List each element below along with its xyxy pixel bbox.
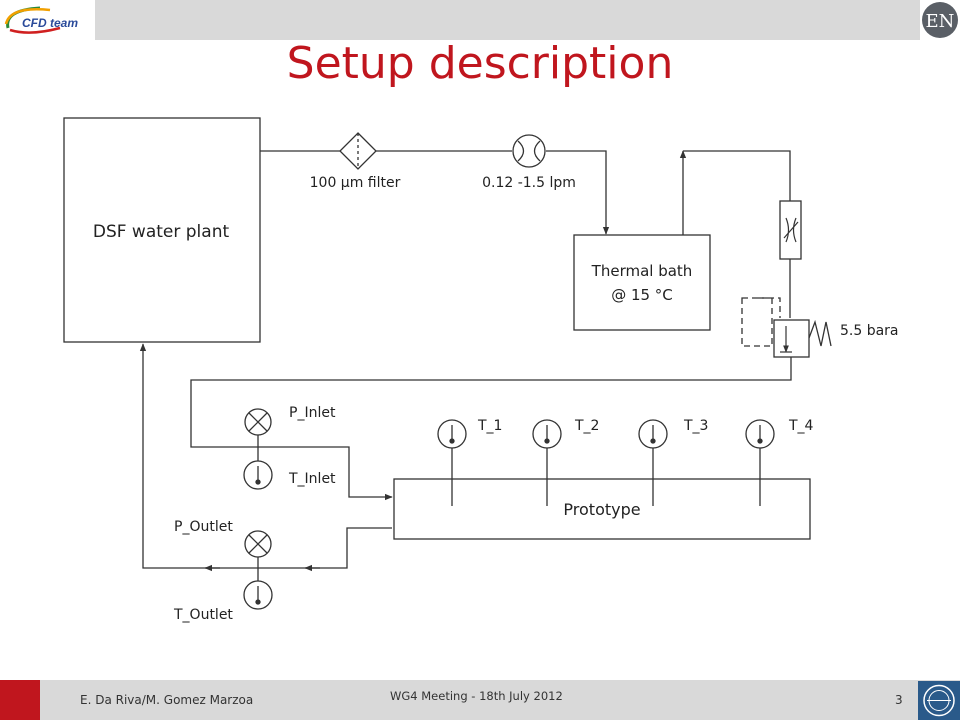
pressure-label: 5.5 bara — [840, 323, 899, 339]
t-outlet-label: T_Outlet — [173, 607, 233, 623]
plant-label: DSF water plant — [93, 222, 230, 242]
footer-meeting: WG4 Meeting - 18th July 2012 — [390, 689, 563, 703]
en-department-badge: EN — [922, 2, 958, 38]
t4-label: T_4 — [788, 418, 814, 434]
water-plant-box — [63, 117, 261, 343]
footer-bar — [0, 680, 960, 720]
page-title: Setup description — [286, 38, 674, 89]
supply-line — [260, 150, 606, 234]
bath-label-line1: Thermal bath — [591, 262, 693, 280]
regulator-pilot — [741, 297, 773, 347]
t-inlet-thermometer-icon — [243, 460, 273, 490]
thermal-bath-box — [573, 234, 711, 331]
t3-label: T_3 — [683, 418, 708, 434]
p-outlet-gauge-icon — [244, 530, 272, 558]
en-badge-text: EN — [926, 11, 955, 32]
prototype-label: Prototype — [563, 500, 640, 519]
inlet-line — [190, 357, 792, 501]
needle-valve — [779, 200, 802, 260]
bath-to-valve-line — [683, 150, 791, 318]
t2-label: T_2 — [574, 418, 599, 434]
outlet-line — [139, 343, 392, 569]
flowmeter-icon — [512, 134, 546, 168]
t1-thermometer-icon — [437, 419, 467, 449]
regulator-icon — [780, 326, 792, 353]
p-outlet-label: P_Outlet — [174, 519, 233, 535]
filter-label: 100 µm filter — [310, 175, 401, 191]
p-inlet-gauge-icon — [244, 408, 272, 436]
footer-accent — [0, 680, 40, 720]
setup-diagram: DSF water plant 100 µm filter 0.12 -1.5 … — [63, 117, 899, 623]
cern-logo-icon — [918, 681, 960, 720]
t-outlet-thermometer-icon — [243, 580, 273, 610]
regulator-pilot-line — [758, 297, 781, 318]
cfd-team-logo: CFD team — [4, 6, 78, 34]
header-bar — [95, 0, 920, 40]
t4-thermometer-icon — [745, 419, 775, 449]
p-inlet-label: P_Inlet — [289, 405, 336, 421]
filter-icon — [339, 132, 377, 170]
needle-valve-icon — [783, 217, 799, 243]
page-number: 3 — [895, 693, 903, 707]
t2-thermometer-icon — [532, 419, 562, 449]
t3-thermometer-icon — [638, 419, 668, 449]
cfd-logo-text: CFD team — [22, 16, 78, 30]
prototype-box — [393, 478, 811, 540]
flow-label: 0.12 -1.5 lpm — [482, 175, 576, 191]
t1-label: T_1 — [477, 418, 502, 434]
regulator-spring — [808, 319, 832, 347]
bath-label-line2: @ 15 °C — [611, 286, 673, 304]
t-inlet-label: T_Inlet — [288, 471, 336, 487]
footer-authors: E. Da Riva/M. Gomez Marzoa — [80, 693, 254, 707]
